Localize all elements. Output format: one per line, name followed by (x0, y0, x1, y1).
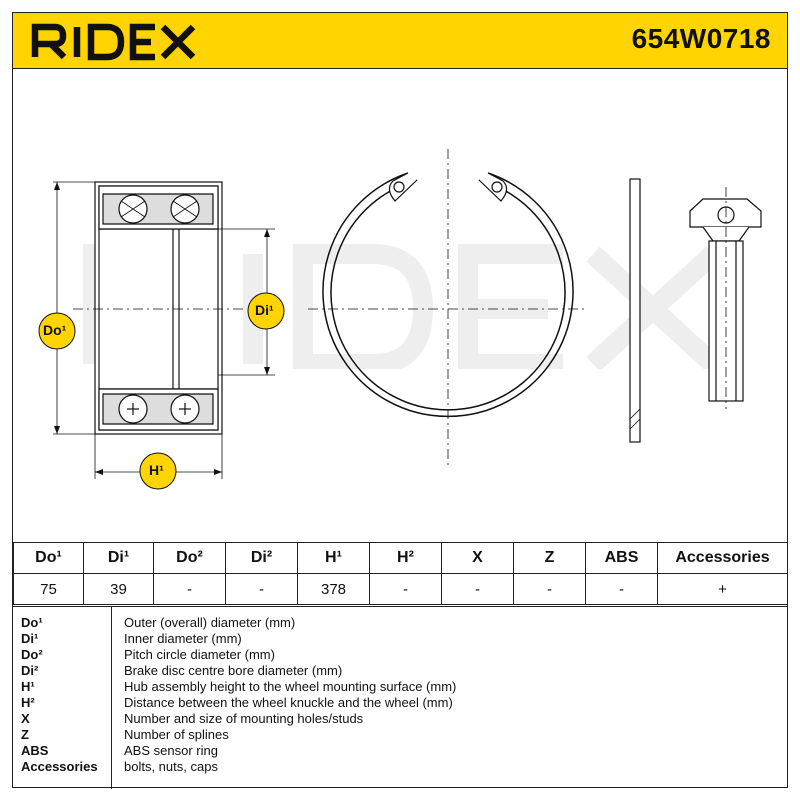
legend-row: Do¹ Outer (overall) diameter (mm) (13, 615, 787, 631)
legend-code: H¹ (21, 679, 35, 694)
legend-desc: Distance between the wheel knuckle and t… (124, 695, 453, 710)
legend-desc: Outer (overall) diameter (mm) (124, 615, 296, 630)
value-cell: - (153, 573, 226, 605)
legend-code: X (21, 711, 30, 726)
legend-row: Di² Brake disc centre bore diameter (mm) (13, 663, 787, 679)
value-cell: + (657, 573, 788, 605)
di-marker-icon (247, 292, 285, 330)
legend-code: H² (21, 695, 35, 710)
parts-drawing (53, 149, 762, 479)
value-cell: 39 (83, 573, 154, 605)
ridex-logo-icon (31, 23, 196, 61)
do-marker-icon (38, 312, 76, 350)
legend: Do¹ Outer (overall) diameter (mm) Di¹ In… (13, 606, 787, 789)
header-cell: Do¹ (13, 542, 84, 574)
di-label: Di¹ (255, 302, 274, 318)
header-cell: Do² (153, 542, 226, 574)
legend-row: X Number and size of mounting holes/stud… (13, 711, 787, 727)
header-cell: H² (369, 542, 442, 574)
value-cell: - (513, 573, 586, 605)
header-cell: X (441, 542, 514, 574)
legend-row: Accessories bolts, nuts, caps (13, 759, 787, 775)
value-cell: - (225, 573, 298, 605)
legend-row: H¹ Hub assembly height to the wheel moun… (13, 679, 787, 695)
legend-code: Di¹ (21, 631, 39, 646)
legend-desc: Pitch circle diameter (mm) (124, 647, 275, 662)
legend-row: ABS ABS sensor ring (13, 743, 787, 759)
header-cell: H¹ (297, 542, 370, 574)
header-cell: Di¹ (83, 542, 154, 574)
header-bar: 654W0718 (13, 13, 787, 69)
legend-code: Accessories (21, 759, 98, 774)
value-cell: - (585, 573, 658, 605)
table-header-row: Do¹ Di¹ Do² Di² H¹ H² X Z ABS Accessorie… (13, 542, 788, 574)
h-label: H¹ (149, 462, 164, 478)
header-cell: Z (513, 542, 586, 574)
technical-drawing: Do¹ Di¹ H¹ (13, 69, 787, 542)
legend-code: Do¹ (21, 615, 43, 630)
legend-row: Z Number of splines (13, 727, 787, 743)
legend-code: Z (21, 727, 29, 742)
legend-desc: Number and size of mounting holes/studs (124, 711, 364, 726)
legend-desc: Hub assembly height to the wheel mountin… (124, 679, 457, 694)
legend-code: Di² (21, 663, 39, 678)
legend-desc: Number of splines (124, 727, 229, 742)
legend-row: Do² Pitch circle diameter (mm) (13, 647, 787, 663)
legend-desc: ABS sensor ring (124, 743, 218, 758)
value-cell: 378 (297, 573, 370, 605)
value-cell: - (441, 573, 514, 605)
product-sheet: 654W0718 (12, 12, 788, 789)
header-cell: Di² (225, 542, 298, 574)
value-cell: 75 (13, 573, 84, 605)
do-label: Do¹ (43, 322, 67, 338)
table-row: 75 39 - - 378 - - - - + (13, 573, 788, 605)
h-marker-icon (139, 452, 177, 490)
legend-desc: Inner diameter (mm) (124, 631, 242, 646)
brand-logo (29, 19, 199, 61)
legend-code: Do² (21, 647, 43, 662)
legend-desc: Brake disc centre bore diameter (mm) (124, 663, 343, 678)
spec-table: Do¹ Di¹ Do² Di² H¹ H² X Z ABS Accessorie… (13, 542, 788, 605)
part-number: 654W0718 (631, 23, 771, 54)
legend-desc: bolts, nuts, caps (124, 759, 218, 774)
legend-row: Di¹ Inner diameter (mm) (13, 631, 787, 647)
header-cell: ABS (585, 542, 658, 574)
header-cell: Accessories (657, 542, 788, 574)
value-cell: - (369, 573, 442, 605)
legend-row: H² Distance between the wheel knuckle an… (13, 695, 787, 711)
legend-divider (111, 607, 112, 789)
legend-code: ABS (21, 743, 49, 758)
